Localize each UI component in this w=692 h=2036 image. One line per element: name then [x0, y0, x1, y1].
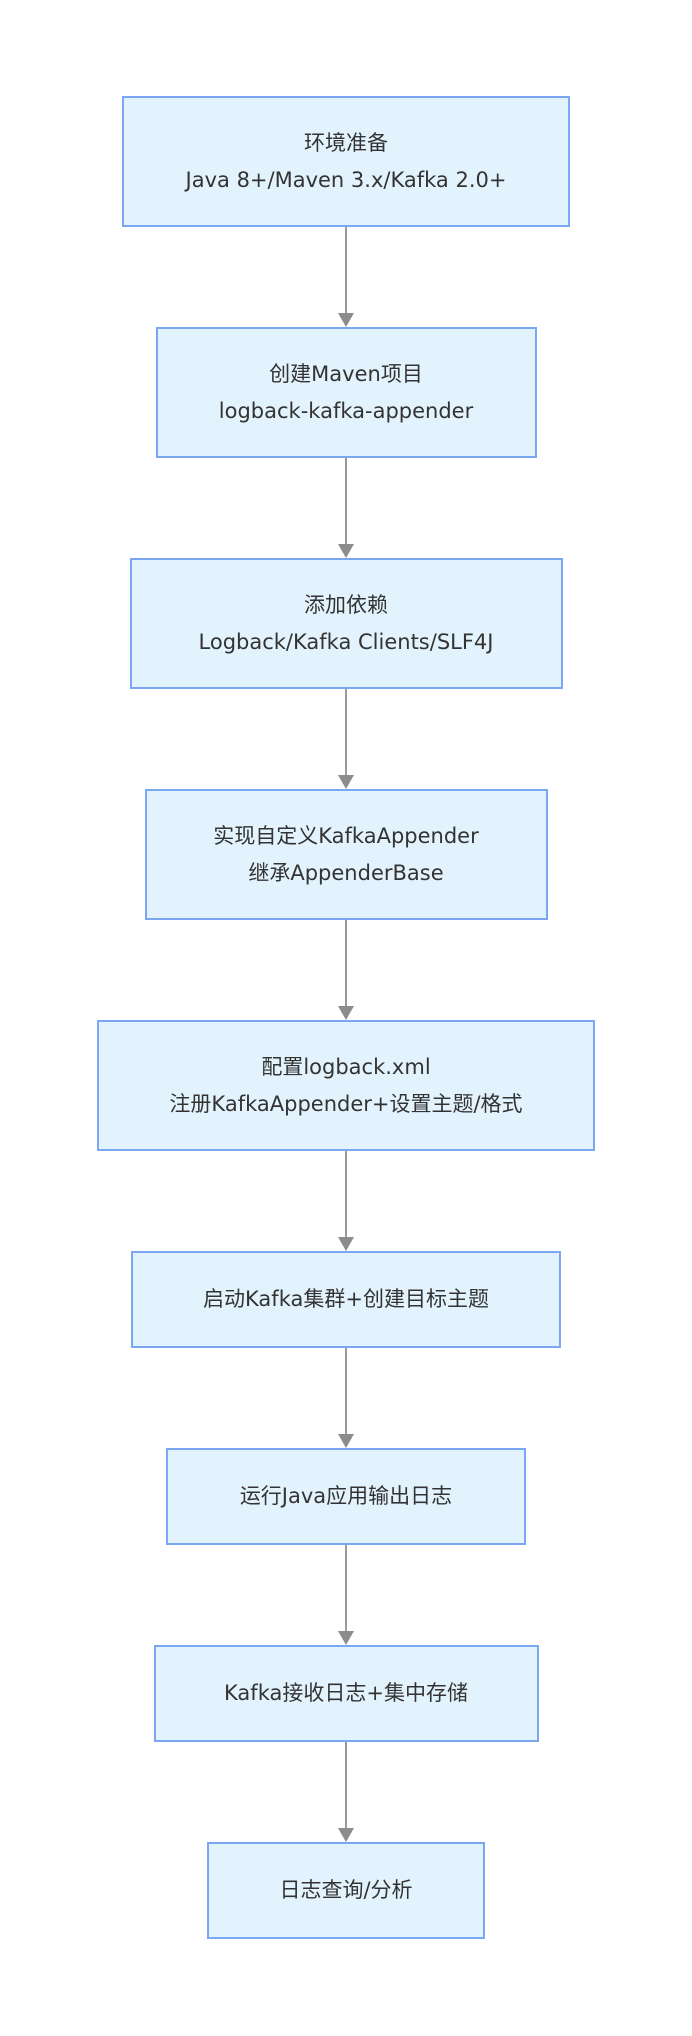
arrowhead-down-icon — [338, 775, 354, 789]
node-log-query-analysis: 日志查询/分析 — [207, 1842, 485, 1939]
arrow-shaft — [345, 1151, 347, 1238]
arrow-shaft — [345, 920, 347, 1007]
node-title: 创建Maven项目 — [269, 361, 423, 386]
node-subtitle: logback-kafka-appender — [218, 398, 474, 423]
node-title: 配置logback.xml — [261, 1054, 431, 1079]
arrowhead-down-icon — [338, 1828, 354, 1842]
arrow-shaft — [345, 1545, 347, 1632]
flow-arrow-2 — [338, 458, 354, 558]
arrowhead-down-icon — [338, 1237, 354, 1251]
node-title: 添加依赖 — [304, 592, 388, 617]
node-add-dependencies: 添加依赖 Logback/Kafka Clients/SLF4J — [129, 558, 563, 689]
arrow-shaft — [345, 1348, 347, 1435]
arrowhead-down-icon — [338, 313, 354, 327]
flow-arrow-4 — [338, 920, 354, 1020]
node-env-prep: 环境准备 Java 8+/Maven 3.x/Kafka 2.0+ — [122, 96, 570, 227]
node-kafka-receive-store: Kafka接收日志+集中存储 — [153, 1645, 539, 1742]
node-subtitle: Logback/Kafka Clients/SLF4J — [198, 629, 494, 654]
node-subtitle: Java 8+/Maven 3.x/Kafka 2.0+ — [185, 167, 507, 192]
flow-arrow-8 — [338, 1742, 354, 1842]
node-implement-appender: 实现自定义KafkaAppender 继承AppenderBase — [144, 789, 548, 920]
node-subtitle: 继承AppenderBase — [248, 860, 444, 885]
node-subtitle: 注册KafkaAppender+设置主题/格式 — [169, 1091, 523, 1116]
node-title: 日志查询/分析 — [279, 1878, 413, 1902]
node-title: 环境准备 — [304, 130, 388, 155]
node-title: 启动Kafka集群+创建目标主题 — [203, 1287, 489, 1311]
node-configure-logback: 配置logback.xml 注册KafkaAppender+设置主题/格式 — [97, 1020, 595, 1151]
arrowhead-down-icon — [338, 1006, 354, 1020]
flow-arrow-6 — [338, 1348, 354, 1448]
node-create-maven-project: 创建Maven项目 logback-kafka-appender — [155, 327, 537, 458]
arrow-shaft — [345, 458, 347, 545]
node-start-kafka-cluster: 启动Kafka集群+创建目标主题 — [131, 1251, 561, 1348]
node-title: 运行Java应用输出日志 — [239, 1484, 453, 1508]
arrow-shaft — [345, 689, 347, 776]
flow-arrow-1 — [338, 227, 354, 327]
node-title: 实现自定义KafkaAppender — [213, 823, 479, 848]
node-title: Kafka接收日志+集中存储 — [224, 1681, 468, 1705]
flow-arrow-3 — [338, 689, 354, 789]
node-run-java-app: 运行Java应用输出日志 — [166, 1448, 526, 1545]
arrow-shaft — [345, 1742, 347, 1829]
flow-arrow-5 — [338, 1151, 354, 1251]
arrowhead-down-icon — [338, 544, 354, 558]
arrowhead-down-icon — [338, 1631, 354, 1645]
arrowhead-down-icon — [338, 1434, 354, 1448]
arrow-shaft — [345, 227, 347, 314]
flow-arrow-7 — [338, 1545, 354, 1645]
